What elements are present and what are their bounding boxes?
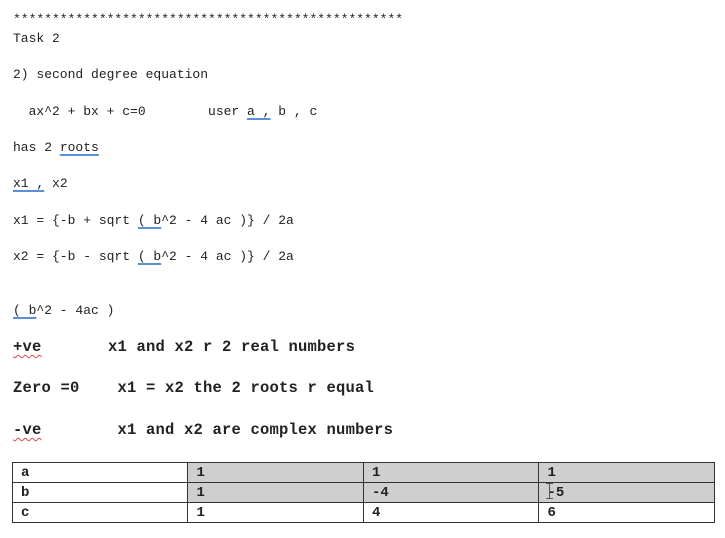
task-title: Task 2: [13, 31, 60, 46]
table-cell-label[interactable]: a: [11, 462, 189, 483]
zero-case: Zero =0 x1 = x2 the 2 roots r equal: [13, 379, 375, 397]
table-cell[interactable]: 1: [362, 462, 540, 483]
negative-case: -ve x1 and x2 are complex numbers: [13, 422, 393, 438]
x2-formula-rest: ^2 - 4 ac )} / 2a: [161, 249, 294, 264]
spell-mark-x2-sqrt: ( b: [137, 249, 162, 264]
table-row: c 1 4 6: [11, 502, 715, 523]
x2-formula-prefix: x2 = {-b - sqrt: [13, 249, 138, 264]
roots-line: has 2 roots: [13, 140, 99, 156]
spell-mark-roots: roots: [59, 140, 99, 155]
roots-names-rest: x2: [44, 176, 68, 191]
spell-mark-x1: x1 ,: [13, 176, 45, 191]
negative-case-text: x1 and x2 are complex numbers: [41, 421, 394, 439]
equation-line: ax^2 + bx + c=0 user a , b , c: [13, 104, 318, 120]
equation-rest: b , c: [270, 104, 318, 119]
x2-formula: x2 = {-b - sqrt ( b^2 - 4 ac )} / 2a: [13, 249, 294, 265]
table-row: a 1 1 1: [11, 462, 715, 483]
roots-names-line: x1 , x2: [13, 176, 68, 192]
discriminant-line: ( b^2 - 4ac ): [13, 303, 114, 319]
roots-prefix: has 2: [13, 140, 60, 155]
table-cell-active[interactable]: -5: [538, 482, 715, 503]
positive-case-text: x1 and x2 r 2 real numbers: [41, 338, 356, 356]
spell-mark-negative: -ve: [13, 421, 42, 439]
spell-mark-discriminant: ( b: [13, 303, 37, 318]
table-cell[interactable]: 1: [187, 462, 364, 483]
spell-mark-x1-sqrt: ( b: [137, 213, 162, 228]
positive-case: +ve x1 and x2 r 2 real numbers: [13, 339, 355, 355]
x1-formula: x1 = {-b + sqrt ( b^2 - 4 ac )} / 2a: [13, 213, 294, 229]
x1-formula-prefix: x1 = {-b + sqrt: [13, 213, 138, 228]
table-cell[interactable]: 4: [362, 502, 540, 523]
table-cell[interactable]: 1: [187, 482, 364, 503]
equation-prefix: ax^2 + bx + c=0 user: [13, 104, 248, 119]
spell-mark-a: a ,: [247, 104, 271, 119]
equation-heading: 2) second degree equation: [13, 67, 209, 82]
table-cell[interactable]: 1: [538, 462, 715, 483]
discriminant-rest: ^2 - 4ac ): [36, 303, 115, 318]
table-row: b 1 -4 -5: [11, 482, 715, 503]
table-cell[interactable]: 1: [187, 502, 364, 523]
table-cell[interactable]: 6: [538, 502, 715, 523]
x1-formula-rest: ^2 - 4 ac )} / 2a: [161, 213, 294, 228]
coefficients-table: a 1 1 1 b 1 -4 -5 c 1 4 6: [11, 462, 715, 523]
asterisk-separator: ****************************************…: [13, 12, 404, 27]
spell-mark-positive: +ve: [13, 338, 42, 356]
table-cell-text: -5: [547, 484, 565, 501]
table-cell[interactable]: -4: [362, 482, 540, 503]
table-cell-label[interactable]: b: [11, 482, 189, 503]
table-cell-label[interactable]: c: [11, 502, 189, 523]
